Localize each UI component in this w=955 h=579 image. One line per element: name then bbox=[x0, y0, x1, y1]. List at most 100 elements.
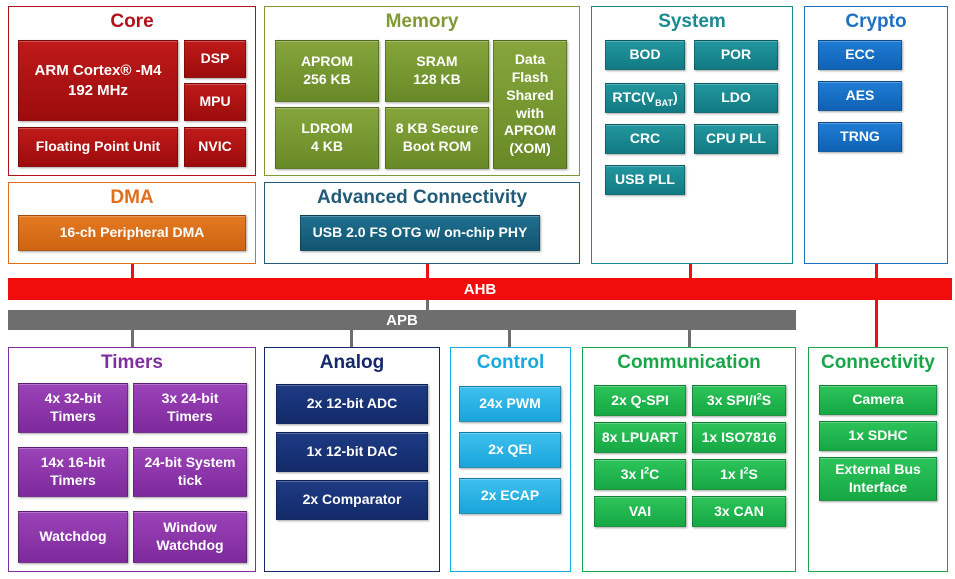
apb-bus: APB bbox=[8, 310, 796, 330]
ahb-connector-dma bbox=[131, 264, 134, 278]
apb-connector-timers bbox=[131, 330, 134, 347]
nvic-block: NVIC bbox=[184, 127, 246, 167]
dma-title: DMA bbox=[110, 187, 154, 208]
dma-group: DMA 16-ch Peripheral DMA bbox=[8, 182, 256, 264]
communication-group: Communication 2x Q-SPI 3x SPI/I2S 8x LPU… bbox=[582, 347, 796, 572]
rtc-label: RTC(V bbox=[612, 89, 656, 106]
timer-label: Window bbox=[163, 519, 217, 536]
data-flash-block: Data Flash Shared with APROM (XOM) bbox=[493, 40, 567, 169]
watchdog-block: Watchdog bbox=[18, 511, 128, 563]
bod-block: BOD bbox=[605, 40, 685, 70]
ebi-label-2: Interface bbox=[848, 479, 908, 495]
vai-block: VAI bbox=[594, 496, 686, 527]
dsp-block: DSP bbox=[184, 40, 246, 78]
i2s-label: 1x I bbox=[720, 465, 744, 482]
ahb-connector-system bbox=[689, 264, 692, 278]
apb-connector-analog bbox=[350, 330, 353, 347]
control-title: Control bbox=[476, 352, 545, 373]
timer-label: Timers bbox=[50, 408, 96, 424]
fpu-block: Floating Point Unit bbox=[18, 127, 178, 167]
connectivity-group: Connectivity Camera 1x SDHC External Bus… bbox=[808, 347, 948, 572]
qei-block: 2x QEI bbox=[459, 432, 561, 468]
apb-connector-control bbox=[508, 330, 511, 347]
apb-connector-communication bbox=[688, 330, 691, 347]
boot-rom-label-1: 8 KB Secure bbox=[395, 120, 479, 137]
comparator-block: 2x Comparator bbox=[276, 480, 428, 520]
i2s-block: 1x I2S bbox=[692, 459, 786, 490]
ahb-connector-crypto bbox=[875, 264, 878, 278]
analog-title: Analog bbox=[319, 352, 385, 373]
rtc-subscript: BAT bbox=[655, 97, 673, 108]
i2s-superscript: 2 bbox=[743, 464, 749, 475]
rtc-block: RTC(VBAT) bbox=[605, 83, 685, 113]
data-flash-line: APROM bbox=[503, 122, 557, 139]
memory-title: Memory bbox=[385, 11, 459, 32]
camera-block: Camera bbox=[819, 385, 937, 415]
advanced-connectivity-title: Advanced Connectivity bbox=[316, 187, 528, 208]
apb-connector-ahb bbox=[426, 300, 429, 310]
pwm-block: 24x PWM bbox=[459, 386, 561, 422]
cpu-pll-block: CPU PLL bbox=[694, 124, 778, 154]
ahb-connector-advconn bbox=[426, 264, 429, 278]
timer-label: 4x 32-bit bbox=[44, 390, 102, 407]
qspi-block: 2x Q-SPI bbox=[594, 385, 686, 416]
control-group: Control 24x PWM 2x QEI 2x ECAP bbox=[450, 347, 571, 572]
lpuart-block: 8x LPUART bbox=[594, 422, 686, 453]
boot-rom-label-2: Boot ROM bbox=[402, 138, 472, 154]
ahb-connector-connectivity bbox=[875, 300, 878, 347]
trng-block: TRNG bbox=[818, 122, 902, 152]
spi-superscript: 2 bbox=[756, 390, 762, 401]
data-flash-line: Flash bbox=[511, 68, 549, 85]
aprom-size: 256 KB bbox=[303, 71, 351, 87]
i2s-label-end: S bbox=[748, 465, 758, 482]
ecap-block: 2x ECAP bbox=[459, 478, 561, 514]
sram-label: SRAM bbox=[416, 53, 458, 70]
advanced-connectivity-group: Advanced Connectivity USB 2.0 FS OTG w/ … bbox=[264, 182, 580, 264]
timer-label: Timers bbox=[50, 472, 96, 488]
ecc-block: ECC bbox=[818, 40, 902, 70]
spi-label: 3x SPI/I bbox=[706, 391, 757, 408]
connectivity-title: Connectivity bbox=[820, 352, 936, 373]
ldrom-label: LDROM bbox=[301, 120, 353, 137]
iso7816-block: 1x ISO7816 bbox=[692, 422, 786, 453]
analog-group: Analog 2x 12-bit ADC 1x 12-bit DAC 2x Co… bbox=[264, 347, 440, 572]
data-flash-line: with bbox=[516, 104, 544, 121]
i2c-superscript: 2 bbox=[644, 464, 650, 475]
cpu-name: ARM Cortex® -M4 bbox=[34, 62, 162, 80]
mpu-block: MPU bbox=[184, 83, 246, 121]
communication-title: Communication bbox=[617, 352, 761, 373]
usb-otg-block: USB 2.0 FS OTG w/ on-chip PHY bbox=[300, 215, 540, 251]
core-title: Core bbox=[110, 11, 154, 32]
timer-label: tick bbox=[177, 472, 203, 488]
timer-label: 24-bit System bbox=[144, 454, 236, 471]
can-block: 3x CAN bbox=[692, 496, 786, 527]
i2c-label: 3x I bbox=[620, 465, 645, 482]
aes-block: AES bbox=[818, 81, 902, 111]
crc-block: CRC bbox=[605, 124, 685, 154]
rtc-label-end: ) bbox=[672, 89, 678, 106]
usb-pll-block: USB PLL bbox=[605, 165, 685, 195]
system-title: System bbox=[658, 11, 726, 32]
adc-block: 2x 12-bit ADC bbox=[276, 384, 428, 424]
i2c-block: 3x I2C bbox=[594, 459, 686, 490]
sdhc-block: 1x SDHC bbox=[819, 421, 937, 451]
crypto-title: Crypto bbox=[845, 11, 907, 32]
ldo-block: LDO bbox=[694, 83, 778, 113]
dac-block: 1x 12-bit DAC bbox=[276, 432, 428, 472]
spi-label-end: S bbox=[761, 391, 772, 408]
system-group: System BOD POR RTC(VBAT) LDO CRC CPU PLL… bbox=[591, 6, 793, 264]
timer-label: Timers bbox=[167, 408, 213, 424]
